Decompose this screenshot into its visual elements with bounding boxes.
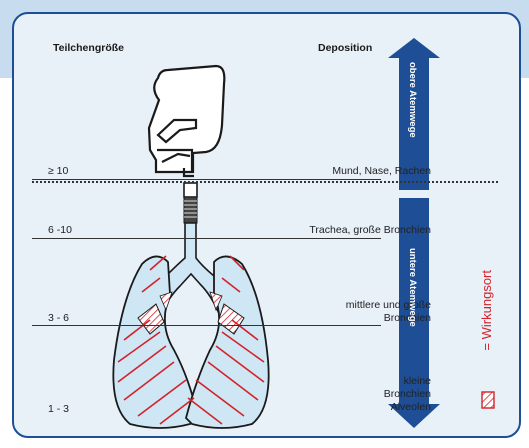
upper-airways-label: obere Atemwege xyxy=(407,62,418,138)
deposition-label-1: Mund, Nase, Rachen xyxy=(332,165,431,178)
legend-label: = Wirkungsort xyxy=(479,270,494,351)
row-line-1 xyxy=(32,179,381,180)
size-label-4: 1 - 3 xyxy=(48,403,69,416)
upper-lower-divider xyxy=(32,181,498,183)
size-label-2: 6 -10 xyxy=(48,224,72,237)
legend-hatch-swatch xyxy=(482,392,494,408)
deposition-label-4: kleine Bronchien Alveolen xyxy=(384,375,431,414)
size-label-3: 3 - 6 xyxy=(48,312,69,325)
row-line-3 xyxy=(32,325,381,326)
head-icon xyxy=(149,66,224,176)
deposition-label-3: mittlere und große Bronchien xyxy=(346,299,431,325)
row-line-2 xyxy=(32,238,381,239)
larynx-icon xyxy=(184,183,197,223)
size-label-1: ≥ 10 xyxy=(48,165,68,178)
deposition-label-2: Trachea, große Bronchien xyxy=(309,224,431,237)
lower-airways-label: untere Atemwege xyxy=(407,248,418,327)
